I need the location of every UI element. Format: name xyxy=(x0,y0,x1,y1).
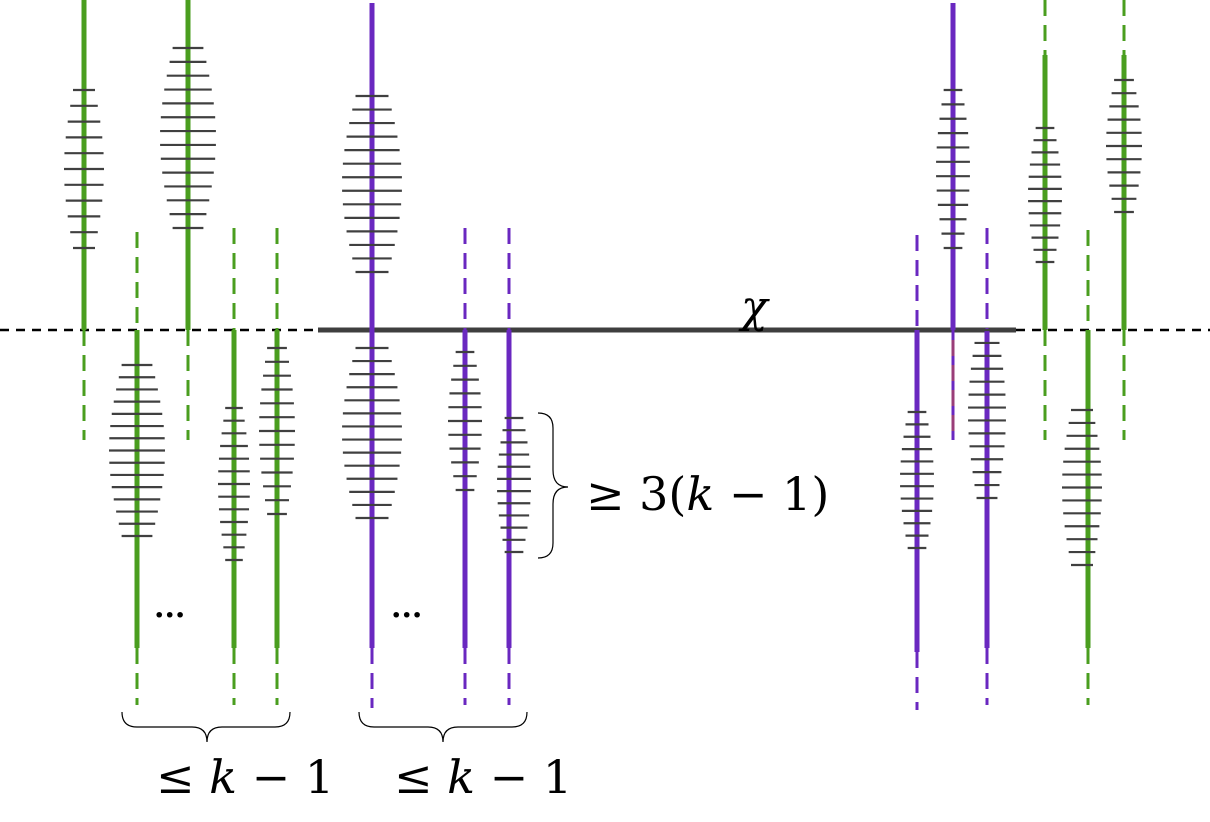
bound-label-left-var: k xyxy=(209,750,237,804)
bound-label-vertical-suffix: − 1) xyxy=(714,467,829,521)
bound-label-left-prefix: ≤ xyxy=(156,750,209,804)
bound-label-right: ≤ k − 1 xyxy=(394,750,572,804)
bound-label-right-var: k xyxy=(447,750,475,804)
chi-label: χ xyxy=(738,282,770,333)
bound-label-right-prefix: ≤ xyxy=(394,750,447,804)
ellipsis-right: ··· xyxy=(391,598,422,633)
bound-label-vertical-var: k xyxy=(686,467,714,521)
edges-group xyxy=(81,0,1127,710)
bound-label-right-suffix: − 1 xyxy=(475,750,572,804)
brace-vertical xyxy=(537,412,569,559)
bound-label-left: ≤ k − 1 xyxy=(156,750,334,804)
ellipsis-left: ··· xyxy=(154,598,185,633)
bound-label-left-suffix: − 1 xyxy=(237,750,334,804)
rungs-group xyxy=(64,46,1142,567)
brace-bottom-left xyxy=(121,711,291,743)
brace-bottom-right xyxy=(358,711,528,743)
bound-label-vertical-prefix: ≥ 3( xyxy=(586,467,686,521)
bound-label-vertical: ≥ 3(k − 1) xyxy=(586,467,829,521)
